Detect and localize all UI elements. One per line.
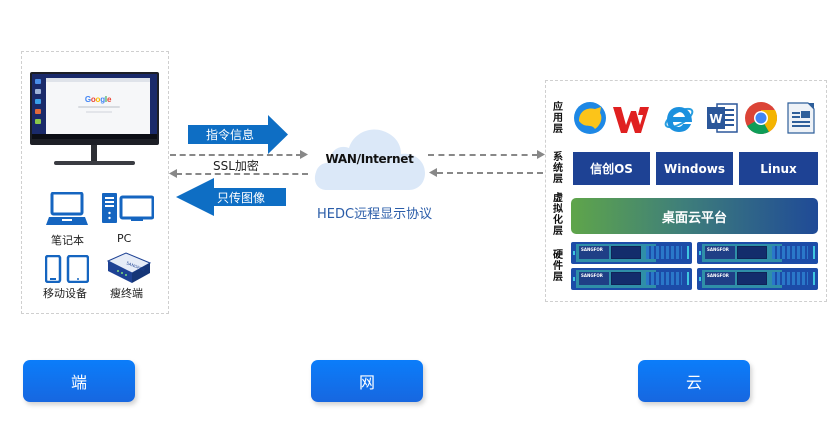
monitor-foot — [54, 161, 135, 165]
ssl-encryption-label: SSL加密 — [213, 159, 259, 173]
layer-label-virtualization: 虚拟化层 — [553, 193, 563, 237]
desktop-cloud-platform: 桌面云平台 — [571, 198, 818, 234]
tier-button-terminal[interactable]: 端 — [23, 360, 135, 402]
device-label-thin-client: 瘦终端 — [110, 287, 143, 300]
thin-client-icon: SANGFOR — [106, 252, 152, 283]
command-arrow-label: 指令信息 — [206, 128, 255, 142]
os-linux: Linux — [739, 152, 818, 185]
image-arrow — [176, 178, 286, 216]
server-unit: SANGFOR — [697, 268, 818, 290]
downlink-dashed-line — [176, 173, 308, 175]
cloud-icon — [314, 129, 425, 190]
cloud-downlink-arrowhead-icon — [429, 168, 437, 177]
uplink-dashed-line — [170, 154, 302, 156]
desktop-shortcut-icon — [35, 99, 41, 104]
mobile-devices-icon — [45, 255, 89, 283]
cheetah-browser-icon — [574, 102, 606, 134]
layer-label-application: 应用层 — [553, 102, 563, 135]
server-brand: SANGFOR — [705, 246, 735, 259]
search-buttons — [86, 111, 112, 113]
cloud-uplink-arrowhead-icon — [537, 150, 545, 159]
google-logo: Google — [84, 95, 112, 104]
tier-button-network[interactable]: 网 — [311, 360, 423, 402]
word-icon: W — [707, 103, 738, 133]
desktop-shortcut-icon — [35, 119, 41, 124]
cloud-stack-panel — [545, 80, 827, 302]
browser-window: Google — [46, 78, 150, 134]
server-unit: SANGFOR — [571, 242, 692, 264]
terminal-panel — [21, 51, 169, 314]
desktop-shortcut-icon — [35, 109, 41, 114]
ie-icon — [664, 107, 694, 132]
server-brand: SANGFOR — [579, 246, 609, 259]
desktop-shortcut-icon — [35, 89, 41, 94]
uplink-arrowhead-icon — [300, 150, 308, 159]
tier-button-cloud[interactable]: 云 — [638, 360, 750, 402]
command-arrow — [188, 115, 288, 154]
cloud-uplink-dashed-line — [428, 154, 538, 156]
server-brand: SANGFOR — [579, 272, 609, 285]
monitor-screen: Google — [32, 74, 157, 139]
desktop-shortcut-icon — [35, 79, 41, 84]
server-unit: SANGFOR — [697, 242, 818, 264]
image-arrow-label: 只传图像 — [217, 191, 266, 205]
server-brand: SANGFOR — [705, 272, 735, 285]
cloud-downlink-dashed-line — [437, 172, 543, 174]
writer-icon — [787, 102, 815, 134]
server-unit: SANGFOR — [571, 268, 692, 290]
os-windows: Windows — [656, 152, 733, 185]
protocol-label: HEDC远程显示协议 — [317, 207, 433, 222]
laptop-icon — [46, 192, 88, 225]
device-label-pc: PC — [117, 232, 132, 245]
search-bar — [78, 106, 120, 108]
monitor-icon: Google — [30, 72, 159, 168]
desktop-pc-icon — [102, 193, 154, 223]
device-label-mobile: 移动设备 — [43, 287, 87, 300]
internet-cloud: WAN/Internet — [313, 126, 426, 190]
word-glyph: W — [709, 112, 722, 126]
taskbar — [32, 134, 157, 139]
monitor-neck — [91, 145, 97, 162]
layer-label-hardware: 硬件层 — [553, 250, 563, 283]
downlink-arrowhead-icon — [169, 169, 177, 178]
chrome-icon — [745, 102, 778, 135]
cloud-label: WAN/Internet — [325, 152, 414, 166]
os-xinchuang: 信创OS — [573, 152, 650, 185]
wps-icon — [613, 107, 649, 133]
device-label-laptop: 笔记本 — [51, 234, 84, 247]
browser-tabbar — [46, 78, 150, 82]
monitor-bezel: Google — [30, 72, 159, 145]
layer-label-system: 系统层 — [553, 152, 563, 185]
